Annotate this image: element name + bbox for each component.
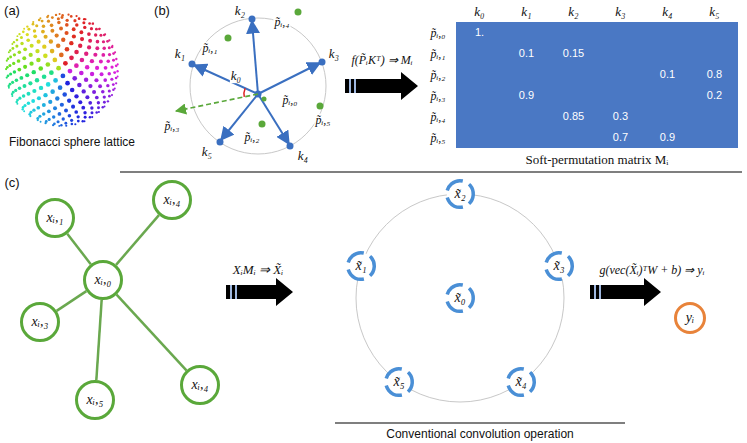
- node-label: yᵢ: [686, 311, 694, 325]
- panel-letter: (b): [153, 4, 171, 18]
- matrix-cell: 0.1: [660, 69, 675, 81]
- matrix-column-header: k₁: [520, 5, 532, 19]
- graph-node: xᵢ,₀: [83, 260, 123, 300]
- graph-node: xᵢ,₁: [35, 198, 75, 238]
- graph-edge: [67, 234, 91, 264]
- key-point-label: k₂: [234, 4, 246, 18]
- graph-node: xᵢ,₄: [180, 365, 220, 405]
- node-label: xᵢ,₁: [47, 211, 64, 225]
- feature-node: x̃₂: [445, 179, 475, 209]
- point-label: p̃ᵢ,₂: [243, 131, 260, 144]
- matrix-row-header: p̃ᵢ,₄: [429, 110, 446, 123]
- node-label: x̃₄: [515, 375, 526, 389]
- formula: f(P̃ᵢKᵀ) ⇒ Mᵢ: [350, 54, 413, 67]
- feature-node: x̃₁: [346, 251, 376, 281]
- matrix-row-header: p̃ᵢ,₅: [429, 131, 446, 144]
- point-label: p̃ᵢ,₀: [281, 94, 298, 107]
- node-label: xᵢ,₀: [95, 273, 112, 287]
- matrix-row-header: p̃ᵢ,₃: [429, 89, 446, 102]
- matrix-column-header: k₃: [614, 5, 626, 19]
- node-label: x̃₁: [355, 259, 366, 273]
- matrix-row-header: p̃ᵢ,₁: [429, 47, 446, 60]
- feature-node: x̃₄: [506, 367, 536, 397]
- fibonacci-sphere: [5, 13, 119, 127]
- point-label: p̃ᵢ,₁: [201, 42, 218, 55]
- matrix-row-header: p̃ᵢ,₀: [429, 26, 446, 39]
- formula: g(vec(X̃ᵢ)ᵀW + b) ⇒ yᵢ: [598, 264, 705, 277]
- matrix-cell: 0.85: [563, 111, 584, 123]
- graph-node: xᵢ,₄: [152, 180, 192, 220]
- caption-label: Soft-permutation matrix Mᵢ: [525, 153, 670, 167]
- key-point-label: k₁: [174, 47, 186, 61]
- matrix-column-header: k₀: [473, 5, 485, 19]
- matrix-cell: 0.7: [613, 132, 628, 144]
- transform-arrow: [345, 72, 418, 100]
- key-point-label: k₃: [328, 47, 340, 61]
- node-label: xᵢ,₅: [87, 393, 104, 407]
- caption-label: Fibonacci sphere lattice: [8, 136, 136, 149]
- matrix-cell: 0.9: [519, 90, 534, 102]
- caption-label: Conventional convolution operation: [385, 428, 574, 441]
- transform-arrow: [226, 278, 293, 306]
- graph-node: xᵢ,₃: [20, 302, 60, 342]
- node-label: xᵢ,₃: [32, 315, 49, 329]
- matrix-cell: 0.2: [707, 90, 722, 102]
- kernel-circle: [356, 194, 564, 402]
- separator: [335, 422, 625, 423]
- node-label: xᵢ,₄: [164, 193, 181, 207]
- matrix-cell: 0.3: [613, 111, 628, 123]
- matrix-cell: 0.15: [563, 48, 584, 60]
- graph-edge: [57, 291, 87, 311]
- point-label: p̃ᵢ,₃: [163, 120, 180, 133]
- node-label: x̃₀: [454, 291, 465, 305]
- point-label: p̃ᵢ,₅: [314, 114, 331, 127]
- node-label: x̃₃: [553, 259, 564, 273]
- point-label: p̃ᵢ,₄: [273, 16, 290, 29]
- matrix-column-header: k₄: [661, 5, 673, 19]
- matrix-cell: 0.8: [707, 69, 722, 81]
- matrix-cell: 1.: [475, 27, 484, 39]
- matrix-cell: 0.9: [660, 132, 675, 144]
- node-label: x̃₅: [393, 375, 404, 389]
- key-circle-diagram: [176, 9, 326, 155]
- panel-letter: (c): [3, 176, 20, 190]
- matrix-column-header: k₂: [567, 5, 579, 19]
- graph-node: xᵢ,₅: [75, 380, 115, 420]
- graph-edge: [96, 300, 101, 380]
- key-point-label: k₅: [201, 145, 213, 159]
- graph-edge: [116, 215, 159, 265]
- formula: XᵢMᵢ ⇒ X̃ᵢ: [232, 263, 284, 277]
- graph-edge: [117, 295, 187, 371]
- matrix-grid: [456, 22, 738, 148]
- separator: [120, 171, 742, 172]
- node-label: x̃₂: [454, 187, 465, 201]
- node-label: xᵢ,₄: [192, 378, 209, 392]
- key-point-label: k₀: [230, 69, 242, 83]
- matrix-row-header: p̃ᵢ,₂: [429, 68, 446, 81]
- feature-node: x̃₃: [544, 251, 574, 281]
- transform-arrow: [590, 278, 661, 306]
- feature-node: x̃₀: [445, 283, 475, 313]
- panel-letter: (a): [3, 4, 21, 18]
- key-point-label: k₄: [297, 149, 309, 163]
- matrix-cell: 0.1: [519, 48, 534, 60]
- feature-node: x̃₅: [384, 367, 414, 397]
- output-node: yᵢ: [674, 302, 706, 334]
- matrix-column-header: k₅: [708, 5, 720, 19]
